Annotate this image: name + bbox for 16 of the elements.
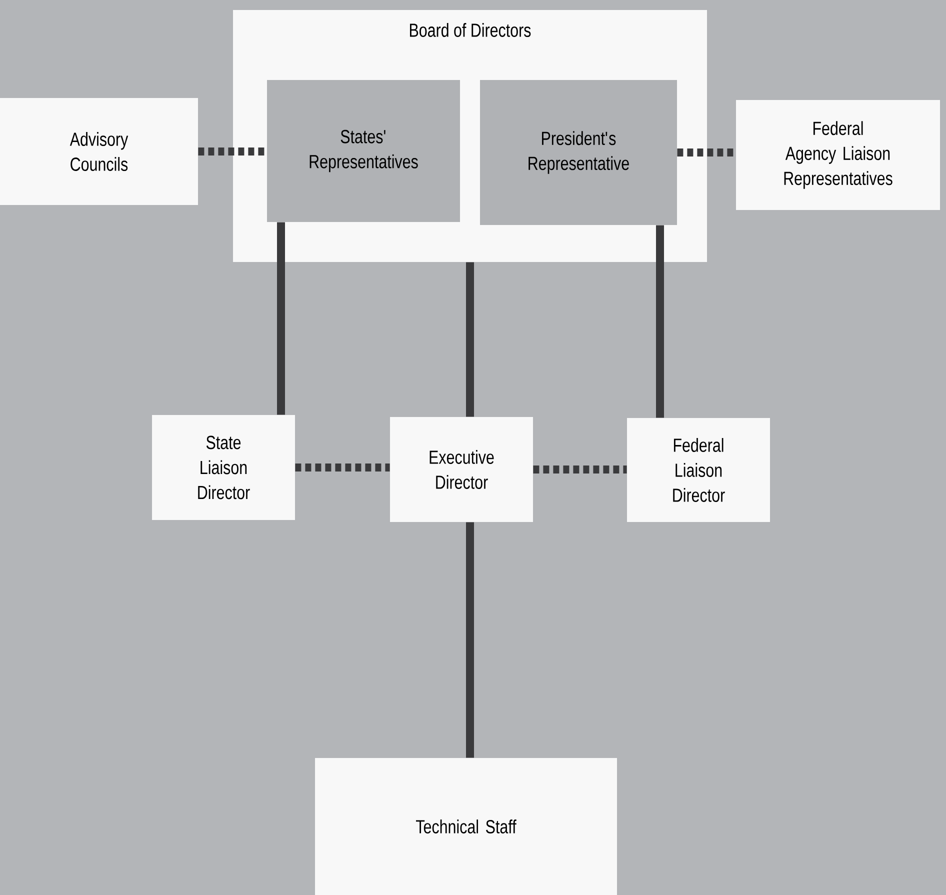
org-box: Federal Agency Liaison Representatives xyxy=(736,100,940,210)
connector-line xyxy=(466,522,474,758)
org-box: Advisory Councils xyxy=(0,98,198,205)
connector-line xyxy=(533,466,627,474)
connector-line xyxy=(198,148,267,156)
connector-line xyxy=(656,225,664,418)
org-box: Technical Staff xyxy=(315,758,617,895)
org-box: President's Representative xyxy=(480,80,677,225)
org-box: Federal Liaison Director xyxy=(627,418,770,522)
org-box: State Liaison Director xyxy=(152,415,295,520)
connector-line xyxy=(466,262,474,417)
connector-line xyxy=(677,148,736,156)
connector-line xyxy=(277,222,285,415)
connector-line xyxy=(295,464,390,472)
org-box: States' Representatives xyxy=(267,80,460,222)
org-box: Executive Director xyxy=(390,417,533,522)
